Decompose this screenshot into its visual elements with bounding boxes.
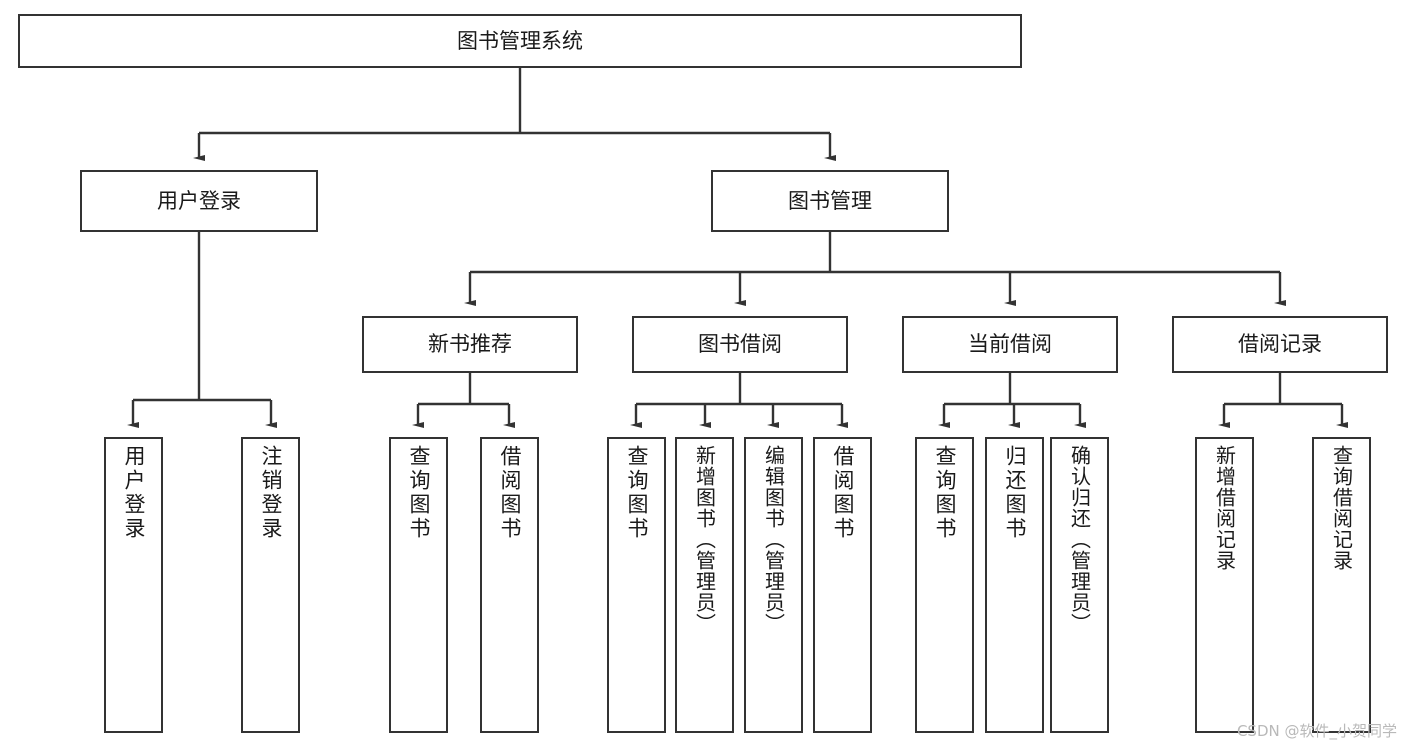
node-label: 归还图书 (1003, 445, 1027, 541)
node-label: 当前借阅 (968, 332, 1052, 357)
node-borrow-record[interactable]: 借阅记录 (1172, 316, 1388, 373)
node-leaf-query-record[interactable]: 查询借阅记录 (1312, 437, 1371, 733)
node-label: 新增借阅记录 (1212, 445, 1237, 571)
node-label: 借阅记录 (1238, 332, 1322, 357)
watermark-text: CSDN @软件_小贺同学 (1236, 722, 1397, 740)
node-label: 查询图书 (933, 445, 957, 541)
node-label: 图书管理 (788, 188, 872, 213)
node-leaf-add-book[interactable]: 新增图书（管理员） (675, 437, 734, 733)
node-leaf-user-login[interactable]: 用户登录 (104, 437, 163, 733)
node-leaf-query-book-2[interactable]: 查询图书 (607, 437, 666, 733)
node-new-book-recommend[interactable]: 新书推荐 (362, 316, 578, 373)
node-label: 新增图书（管理员） (692, 445, 717, 634)
node-label: 编辑图书（管理员） (761, 445, 786, 634)
node-label: 查询图书 (407, 445, 431, 541)
node-current-borrow[interactable]: 当前借阅 (902, 316, 1118, 373)
node-leaf-borrow-book-1[interactable]: 借阅图书 (480, 437, 539, 733)
node-leaf-borrow-book-2[interactable]: 借阅图书 (813, 437, 872, 733)
node-leaf-logout[interactable]: 注销登录 (241, 437, 300, 733)
node-label: 用户登录 (157, 188, 241, 213)
node-leaf-return-book[interactable]: 归还图书 (985, 437, 1044, 733)
node-label: 借阅图书 (498, 445, 522, 541)
node-label: 图书管理系统 (457, 28, 583, 53)
node-label: 确认归还（管理员） (1067, 445, 1092, 634)
node-label: 查询借阅记录 (1329, 445, 1354, 571)
node-user-login[interactable]: 用户登录 (80, 170, 318, 232)
node-label: 注销登录 (259, 445, 283, 541)
node-label: 新书推荐 (428, 332, 512, 357)
node-book-management[interactable]: 图书管理 (711, 170, 949, 232)
node-root-book-management-system[interactable]: 图书管理系统 (18, 14, 1022, 68)
node-leaf-confirm-return[interactable]: 确认归还（管理员） (1050, 437, 1109, 733)
node-leaf-add-record[interactable]: 新增借阅记录 (1195, 437, 1254, 733)
node-leaf-query-book-1[interactable]: 查询图书 (389, 437, 448, 733)
node-label: 借阅图书 (831, 445, 855, 541)
node-label: 查询图书 (625, 445, 649, 541)
node-label: 图书借阅 (698, 332, 782, 357)
node-leaf-query-book-3[interactable]: 查询图书 (915, 437, 974, 733)
node-book-borrow[interactable]: 图书借阅 (632, 316, 848, 373)
node-label: 用户登录 (122, 445, 146, 541)
node-leaf-edit-book[interactable]: 编辑图书（管理员） (744, 437, 803, 733)
